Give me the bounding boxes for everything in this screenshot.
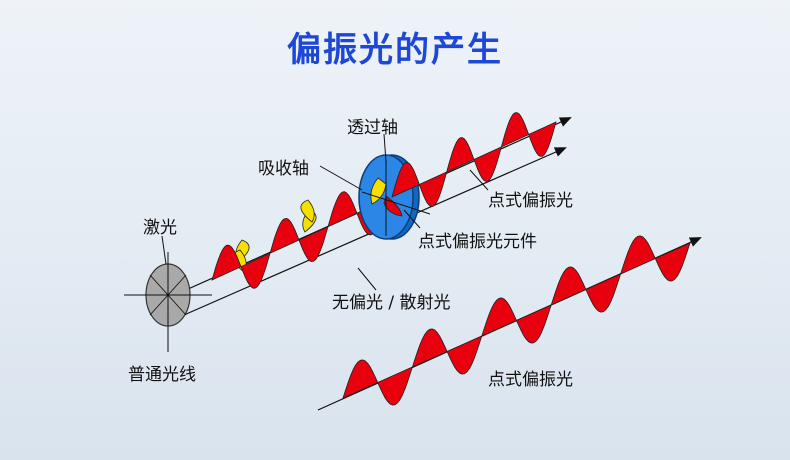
page-title: 偏振光的产生 [287,30,503,70]
polarized-light-1-leader [469,169,489,191]
absorption-axis-leader [319,165,363,191]
wave-lobe [269,217,300,255]
wave-lobe [377,366,414,406]
wave-lobe [585,273,622,313]
wave-lobe [391,162,420,198]
wave-lobe [446,137,475,173]
absorbed-wave-lobe [300,199,315,223]
wave-lobe [654,242,691,282]
ordinary-light-label: 普通光线 [128,365,196,385]
polarizer-element-label: 点式偏振光元件 [418,232,537,252]
lower-beam-arrow [167,147,567,323]
wave-lobe [500,112,530,148]
point-polarized-light-label-2: 点式偏振光 [488,370,573,390]
laser-leader [161,235,167,265]
wave-lobe [418,171,448,207]
point-polarized-light-label-1: 点式偏振光 [488,191,573,211]
wave-lobe [515,304,552,344]
wave-lobe [481,297,518,337]
wave-lobe [528,121,557,157]
wave-lobe [327,191,358,228]
wave-lobe [473,146,502,182]
transmission-axis-label: 透过轴 [347,118,398,138]
polarized-wave-lower [342,235,691,406]
unpolarized-scattered-light-label: 无偏光 / 散射光 [332,293,451,313]
incident-wave [211,191,387,289]
wave-lobe [411,328,448,368]
wave-lobe [550,266,587,306]
transmission-axis-leader [383,133,387,163]
wave-lobe [240,252,271,289]
polarizer-element-leader [403,209,421,229]
polarized-wave-upper [391,112,557,207]
wave-lobe [298,225,329,263]
absorption-axis-label: 吸收轴 [258,159,309,179]
wave-lobe [446,335,483,375]
wave-lobe [342,359,379,399]
wave-lobe [211,244,242,281]
laser-label: 激光 [143,218,177,238]
unpolarized-leader [357,267,377,291]
wave-lobe [619,235,656,275]
